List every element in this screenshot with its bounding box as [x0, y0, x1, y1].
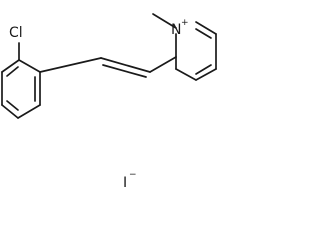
chemical-structure: Cl N + I − — [1, 13, 217, 191]
ring-bond — [18, 59, 41, 73]
chlorine-atom-label: Cl — [9, 25, 23, 41]
ring-bond — [195, 21, 217, 35]
ring-bond — [1, 59, 20, 73]
ring-double-bond — [6, 100, 19, 111]
ring-bond — [1, 104, 19, 119]
pyridinium-ring — [175, 21, 217, 81]
iodide-charge-label: − — [129, 170, 137, 180]
aryl-vinyl-bond — [39, 57, 102, 73]
vinyl-linker — [39, 56, 177, 78]
ring-double-bond — [195, 28, 212, 39]
vinyl-double-bond — [100, 57, 151, 73]
methyl-bond — [152, 13, 177, 29]
chlorophenyl-ring — [1, 59, 41, 119]
vinyl-double-bond-inner — [102, 64, 147, 78]
nitrogen-charge-label: + — [181, 18, 189, 28]
ring-double-bond — [195, 64, 212, 75]
ring-double-bond — [6, 66, 19, 77]
iodide-ion-label: I — [123, 175, 127, 191]
ring-bond — [195, 68, 217, 81]
ring-bond — [17, 104, 41, 119]
ring-bond — [175, 68, 197, 81]
vinyl-pyridinium-bond — [149, 56, 177, 73]
nitrogen-atom-label: N — [171, 22, 181, 38]
